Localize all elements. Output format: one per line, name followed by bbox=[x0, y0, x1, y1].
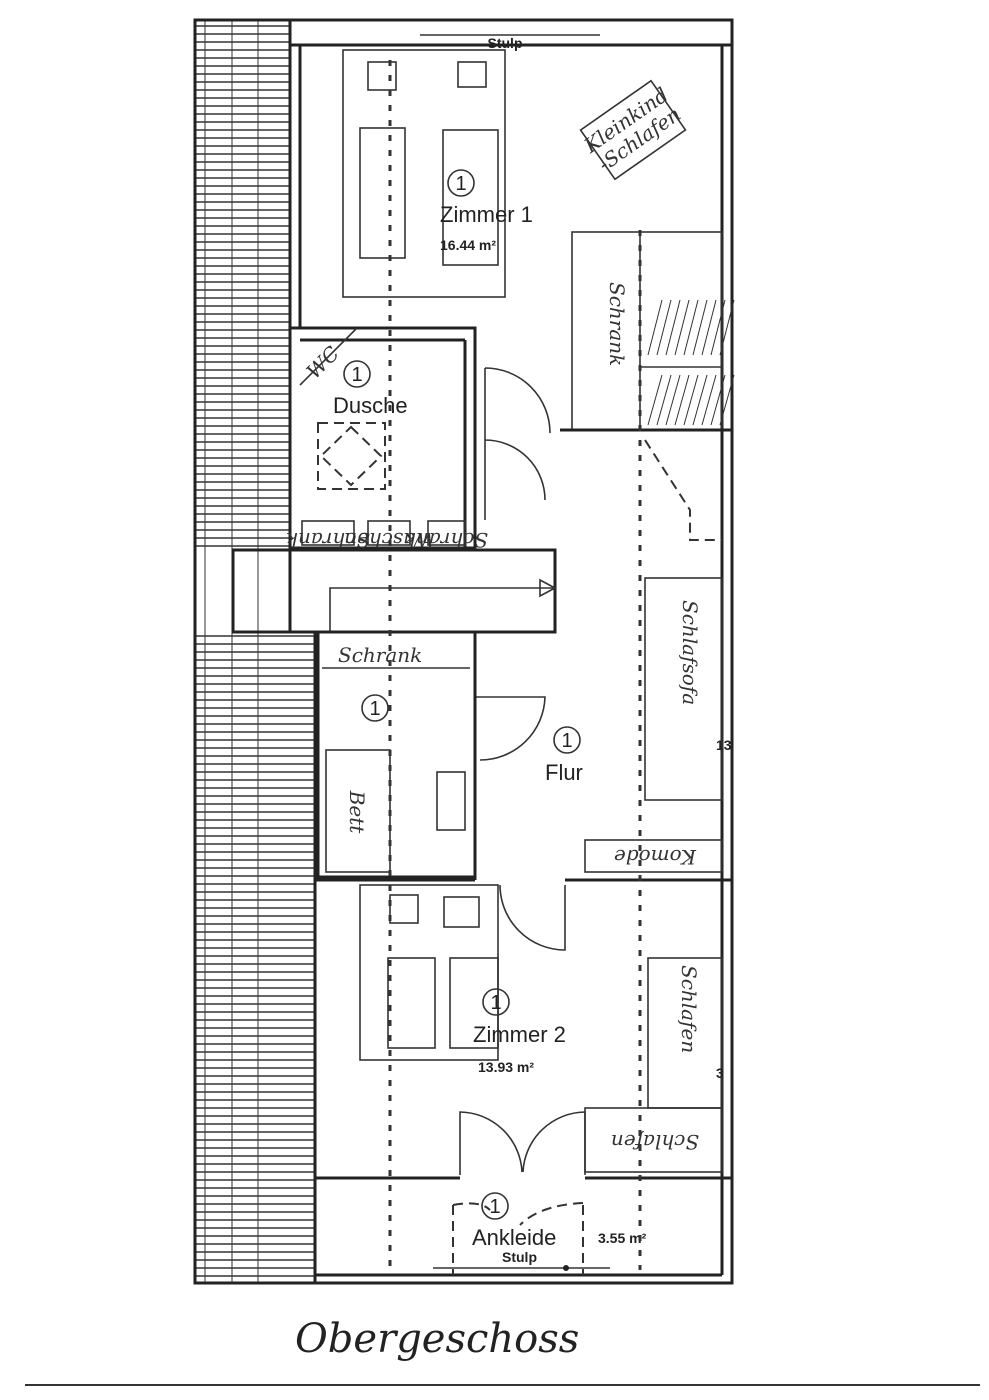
note-bett: Bett bbox=[345, 790, 369, 835]
room-label-zimmer2: Zimmer 2 bbox=[473, 1022, 566, 1047]
room-gastzimmer: Schrank 1 Bett bbox=[316, 630, 546, 879]
room-marker: 1 bbox=[489, 1196, 500, 1218]
roof-hatching bbox=[195, 20, 315, 1283]
note-schlafsofa: Schlafsofa bbox=[678, 600, 702, 705]
hatch-line bbox=[665, 374, 681, 426]
hatch-line bbox=[683, 299, 699, 356]
door-swing bbox=[475, 696, 546, 761]
room-marker: 1 bbox=[369, 698, 380, 720]
hatch-line bbox=[674, 374, 690, 426]
double-bed bbox=[342, 49, 506, 298]
hatch-line bbox=[710, 374, 726, 426]
room-label-ankleide: Ankleide bbox=[472, 1225, 556, 1250]
hatch-line bbox=[647, 299, 663, 356]
room-flur: 1 Flur Schlafsofa Komode 13 bbox=[315, 439, 732, 951]
room-zimmer-1: Kleinkind -Schlafen Schrank Stulp 1 Zimm… bbox=[342, 35, 735, 432]
room-label-zimmer1: Zimmer 1 bbox=[440, 202, 533, 227]
area-zimmer1: 16.44 m² bbox=[440, 237, 496, 253]
hatch-line bbox=[701, 299, 717, 356]
room-label-flur: Flur bbox=[545, 760, 583, 785]
note-schrank-small: Schrank bbox=[338, 643, 422, 667]
plan-title: Obergeschoss bbox=[295, 1316, 579, 1362]
hatch-line bbox=[674, 299, 690, 356]
note-schrank-a: Schrank bbox=[286, 528, 370, 552]
dimension-3: 3 bbox=[716, 1065, 724, 1081]
room-zimmer-2: 1 Zimmer 2 13.93 m² Schlafen Schlafen 3 bbox=[315, 884, 732, 1180]
hatch-line bbox=[710, 299, 726, 356]
wardrobe-shading bbox=[647, 299, 735, 426]
hatch-line bbox=[719, 299, 735, 356]
dimension-13: 13 bbox=[716, 737, 732, 753]
hatch-line bbox=[692, 299, 708, 356]
shower-tray bbox=[317, 422, 386, 490]
room-marker: 1 bbox=[561, 730, 572, 752]
hatch-line bbox=[656, 374, 672, 426]
hatch-line bbox=[683, 374, 699, 426]
kleinkind-bed: Kleinkind -Schlafen bbox=[579, 79, 687, 181]
area-ankleide: 3.55 m² bbox=[598, 1230, 647, 1246]
note-stulp-top: Stulp bbox=[488, 35, 523, 51]
komode bbox=[584, 839, 723, 873]
hatch-line bbox=[692, 374, 708, 426]
room-marker: 1 bbox=[490, 992, 501, 1014]
note-schlafen-1: Schlafen bbox=[677, 965, 701, 1053]
hatch-line bbox=[701, 374, 717, 426]
note-schrank-b: Schrank bbox=[404, 528, 488, 552]
note-stulp-bottom: Stulp bbox=[502, 1249, 537, 1265]
note-komode: Komode bbox=[614, 845, 697, 869]
hatch-line bbox=[647, 374, 663, 426]
stairwell bbox=[231, 548, 557, 634]
double-door bbox=[459, 1111, 586, 1175]
area-zimmer2: 13.93 m² bbox=[478, 1059, 534, 1075]
room-dusche: WC 1 Dusche Schrank Waschen Schrank bbox=[286, 326, 551, 552]
hatch-line bbox=[665, 299, 681, 356]
room-marker: 1 bbox=[455, 173, 466, 195]
schlafsofa bbox=[644, 577, 723, 801]
hatch-line bbox=[719, 374, 735, 426]
note-schlafen-2: Schlafen bbox=[611, 1130, 699, 1154]
room-label-dusche: Dusche bbox=[333, 393, 408, 418]
door-swing bbox=[499, 884, 566, 951]
hatch-line bbox=[656, 299, 672, 356]
room-marker: 1 bbox=[351, 364, 362, 386]
door-swing bbox=[484, 367, 551, 520]
room-ankleide: 1 Ankleide 3.55 m² Stulp bbox=[433, 1192, 647, 1275]
note-schrank-zimmer1: Schrank bbox=[605, 282, 629, 366]
